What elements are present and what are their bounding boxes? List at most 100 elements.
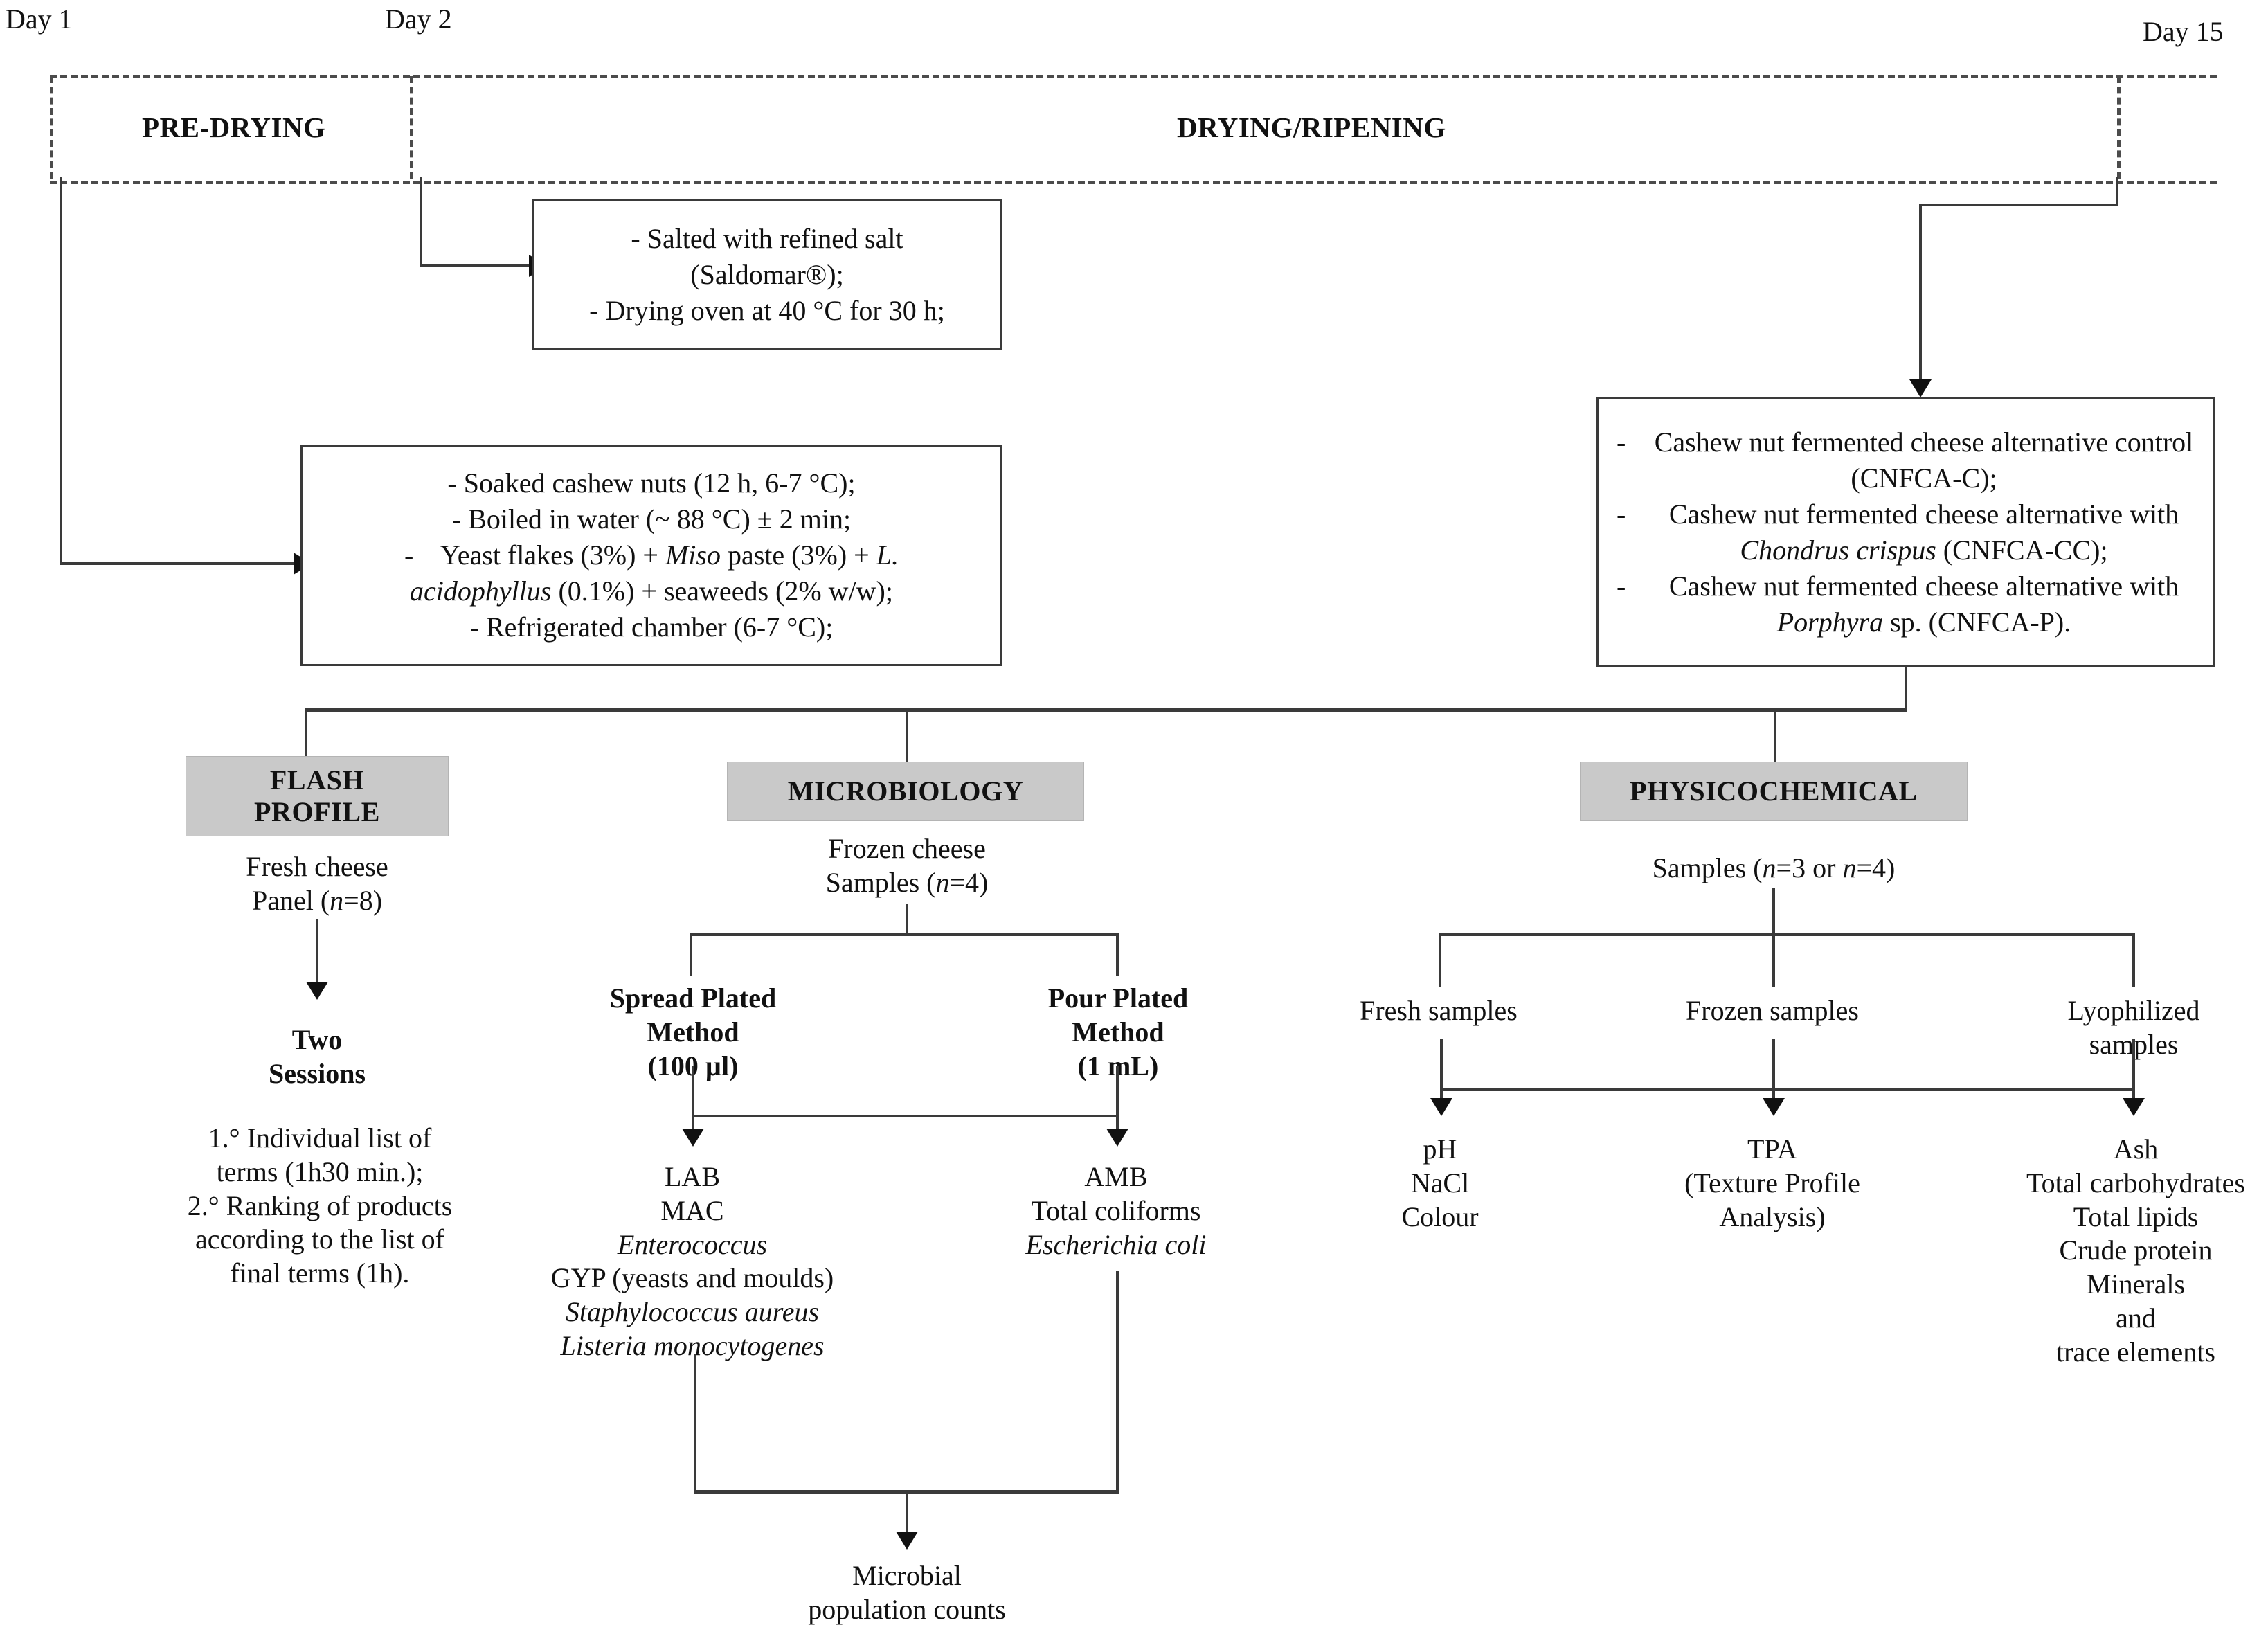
connector-day2-horizontal <box>420 264 530 267</box>
flash-profile-task-line-2: terms (1h30 min.); <box>216 1156 424 1187</box>
connector-to-microbiology <box>906 708 908 782</box>
microbial-counts-line-1: Microbial <box>852 1560 962 1591</box>
microbial-counts-line-2: population counts <box>808 1593 1006 1625</box>
day-label-1: Day 1 <box>6 3 73 35</box>
pour-target-3: Escherichia coli <box>1025 1228 1207 1260</box>
arrow-frozen-analyses <box>1763 1098 1785 1116</box>
connector-pour-converge <box>1116 1271 1119 1492</box>
preparation-line-5: - Refrigerated chamber (6-7 °C); <box>469 611 834 643</box>
flash-profile-header-line-1: FLASH <box>269 764 365 796</box>
flash-profile-task-line-4: according to the list of <box>195 1223 444 1255</box>
lyophilized-analysis-7: trace elements <box>2056 1336 2215 1367</box>
preparation-line-2: - Boiled in water (~ 88 °C) ± 2 min; <box>451 503 852 535</box>
timeline-tick-day2 <box>410 76 413 179</box>
preparation-line-3: - Yeast flakes (3%) + Miso paste (3%) + … <box>404 539 899 571</box>
day-label-15: Day 15 <box>2143 16 2224 47</box>
fresh-samples-label: Fresh samples <box>1314 994 1563 1028</box>
flash-profile-sample: Fresh cheese Panel (n=8) <box>186 850 449 918</box>
arrow-flash-sessions <box>306 982 328 1000</box>
flash-profile-sample-line-2: Panel (n=8) <box>251 884 383 916</box>
salting-line-2: (Saldomar®); <box>690 259 844 290</box>
salting-box: - Salted with refined salt (Saldomar®); … <box>532 199 1002 350</box>
lyophilized-analysis-4: Crude protein <box>2059 1235 2213 1266</box>
flash-profile-task-line-5: final terms (1h). <box>230 1257 410 1289</box>
product-item-3: - Cashew nut fermented cheese alternativ… <box>1617 568 2195 640</box>
arrow-to-microbial-counts <box>896 1532 918 1550</box>
connector-spread-targets <box>692 1066 694 1135</box>
fresh-analysis-3: Colour <box>1401 1201 1479 1232</box>
frozen-samples-label: Frozen samples <box>1648 994 1897 1028</box>
microbiology-sample: Frozen cheese Samples (n=4) <box>748 832 1066 900</box>
pour-targets-list: AMB Total coliforms Escherichia coli <box>969 1160 1263 1262</box>
fresh-analysis-1: pH <box>1423 1133 1457 1165</box>
product-text-2: Cashew nut fermented cheese alternative … <box>1668 499 2179 566</box>
arrow-to-products-box <box>1909 379 1932 397</box>
arrow-pour-targets <box>1106 1129 1128 1147</box>
frozen-analysis-1: TPA <box>1747 1133 1797 1165</box>
day-label-2: Day 2 <box>385 3 452 35</box>
lyophilized-samples-line-1: Lyophilized <box>2067 995 2200 1026</box>
phase-label-pre-drying: PRE-DRYING <box>142 111 326 143</box>
microbiology-header: MICROBIOLOGY <box>727 762 1084 821</box>
lyophilized-analysis-6: and <box>2116 1302 2156 1334</box>
preparation-box: - Soaked cashew nuts (12 h, 6-7 °C); - B… <box>300 445 1002 666</box>
connector-pour-method <box>1116 933 1119 976</box>
connector-day15-vertical-down <box>1919 204 1922 386</box>
microbiology-sample-line-1: Frozen cheese <box>828 833 986 864</box>
flash-profile-sample-line-1: Fresh cheese <box>246 851 388 882</box>
physicochemical-sample: Samples (n=3 or n=4) <box>1580 852 1968 886</box>
frozen-samples-line-1: Frozen samples <box>1686 995 1859 1026</box>
connector-physchem-analyses-bar <box>1440 1088 2134 1091</box>
pour-target-1: AMB <box>1084 1161 1148 1192</box>
connector-physchem-split-stem <box>1772 888 1775 935</box>
connector-day1-vertical <box>60 177 62 565</box>
arrow-lyophilized-analyses <box>2123 1098 2145 1116</box>
flash-profile-header: FLASH PROFILE <box>186 756 449 836</box>
product-item-2: - Cashew nut fermented cheese alternativ… <box>1617 496 2195 568</box>
connector-day2-vertical <box>420 177 422 267</box>
flash-profile-sessions-line-2: Sessions <box>268 1057 366 1089</box>
spread-method-line-1: Spread Plated <box>609 982 777 1014</box>
connector-frozen-analyses <box>1772 1039 1775 1105</box>
lyophilized-analysis-2: Total carbohydrates <box>2026 1167 2245 1198</box>
product-item-1: - Cashew nut fermented cheese alternativ… <box>1617 424 2195 496</box>
flash-profile-sessions: Two Sessions <box>186 1023 449 1091</box>
connector-spread-method <box>690 933 692 976</box>
arrow-spread-targets <box>682 1129 704 1147</box>
spread-target-3: Enterococcus <box>617 1228 768 1260</box>
connector-day1-horizontal <box>60 562 295 565</box>
connector-frozen-samples <box>1772 933 1775 987</box>
spread-target-6: Listeria monocytogenes <box>560 1329 825 1361</box>
flash-profile-sessions-line-1: Two <box>291 1024 343 1055</box>
fresh-analyses-list: pH NaCl Colour <box>1322 1133 1558 1234</box>
phase-label-drying-ripening: DRYING/RIPENING <box>1177 111 1446 143</box>
frozen-analysis-3: Analysis) <box>1719 1201 1826 1232</box>
microbial-counts-label: Microbial population counts <box>734 1559 1080 1627</box>
flash-profile-task-line-3: 2.° Ranking of products <box>187 1189 453 1221</box>
connector-microbiology-split-bar <box>690 933 1119 936</box>
microbiology-sample-line-2: Samples (n=4) <box>825 866 989 898</box>
product-bullet-1: - <box>1617 427 1626 458</box>
connector-methods-crossbar <box>692 1115 1118 1117</box>
spread-targets-list: LAB MAC Enterococcus GYP (yeasts and mou… <box>533 1160 852 1363</box>
flash-profile-header-line-2: PROFILE <box>254 796 380 827</box>
connector-microbiology-split-stem <box>906 904 908 935</box>
pour-target-2: Total coliforms <box>1031 1194 1201 1226</box>
salting-line-3: - Drying oven at 40 °C for 30 h; <box>589 295 945 326</box>
connector-fresh-analyses <box>1440 1039 1443 1105</box>
fresh-samples-line-1: Fresh samples <box>1360 995 1518 1026</box>
connector-day15-vertical-top <box>2116 177 2118 206</box>
pour-method-line-1: Pour Plated <box>1047 982 1189 1014</box>
physicochemical-header: PHYSICOCHEMICAL <box>1580 762 1968 821</box>
connector-lyophilized-samples <box>2132 933 2135 987</box>
preparation-line-1: - Soaked cashew nuts (12 h, 6-7 °C); <box>447 467 856 499</box>
spread-target-2: MAC <box>660 1194 724 1226</box>
product-bullet-2: - <box>1617 499 1626 530</box>
spread-target-1: LAB <box>665 1161 720 1192</box>
timeline-tick-day15 <box>2117 76 2121 179</box>
connector-physchem-split-bar <box>1439 933 2135 936</box>
connector-to-flash-profile <box>305 708 307 771</box>
connector-to-physicochemical <box>1774 708 1776 774</box>
lyophilized-analysis-5: Minerals <box>2086 1268 2186 1300</box>
